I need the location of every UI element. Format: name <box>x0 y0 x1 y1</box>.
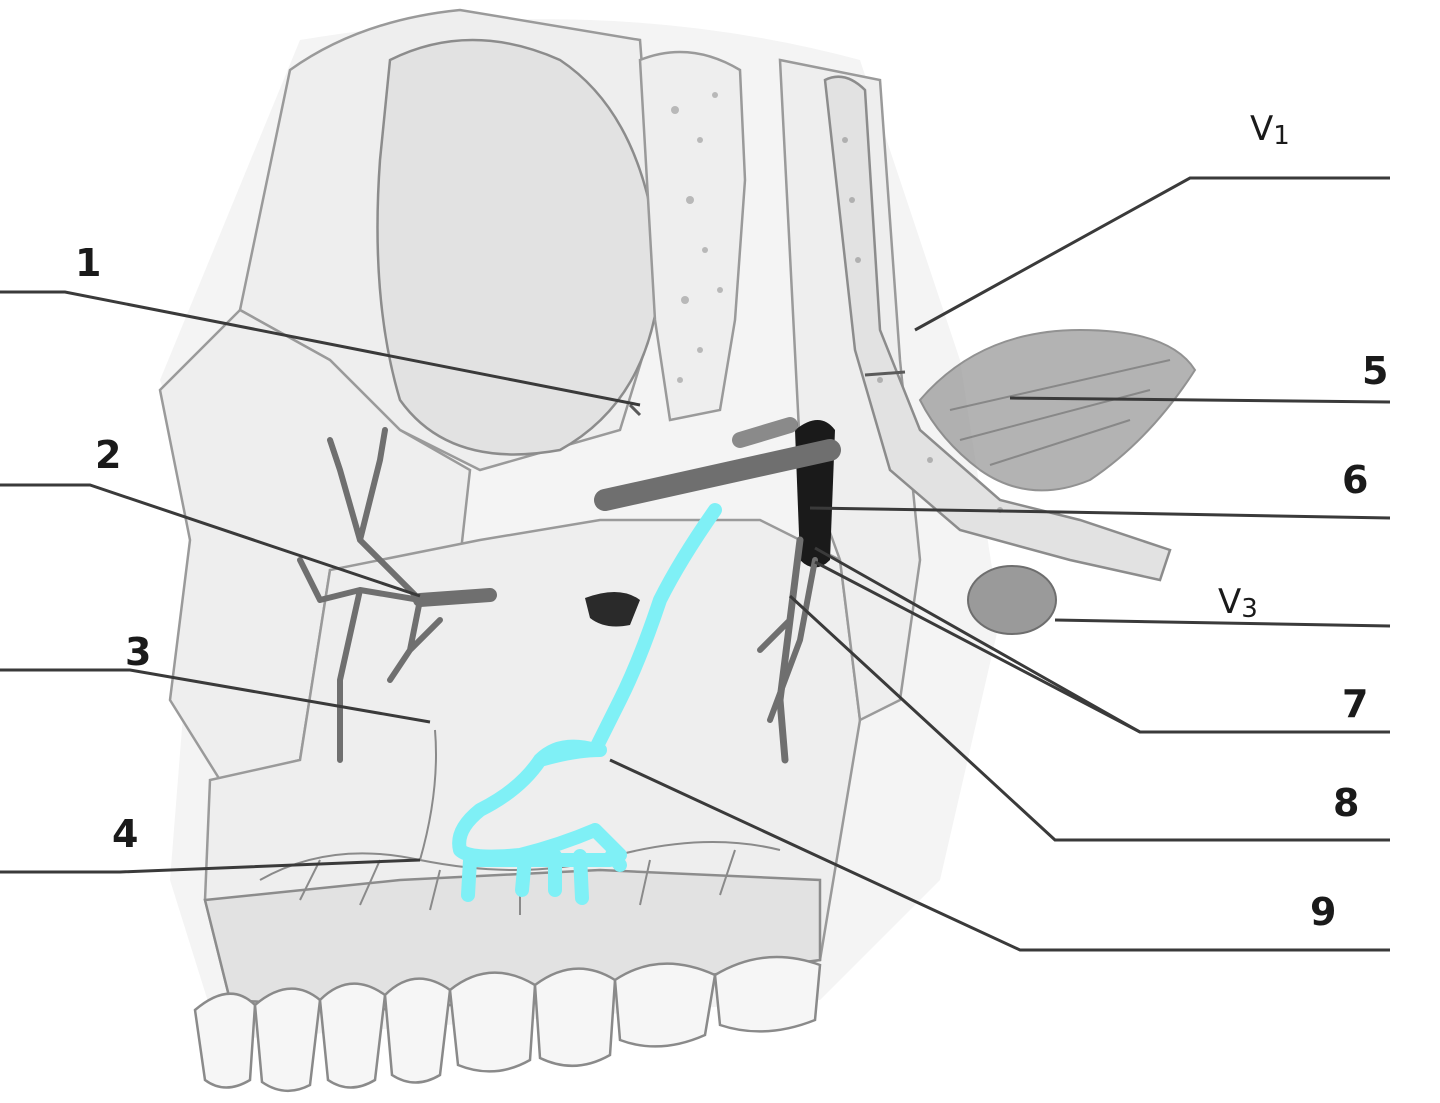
skull-drawing <box>158 8 1197 1092</box>
label-6: 6 <box>1342 458 1368 502</box>
label-v1-subscript: 1 <box>1273 121 1290 151</box>
leader-line-1 <box>0 290 641 407</box>
leader-line-4 <box>0 858 421 874</box>
highlighted-nerve-path <box>452 503 722 905</box>
leader-line-v3 <box>1054 618 1391 628</box>
labels: 1 2 3 4 5 6 7 8 9 V1 V3 <box>75 109 1388 934</box>
leader-line-v1 <box>914 176 1390 332</box>
label-8: 8 <box>1333 781 1359 825</box>
sphenoid-section <box>823 75 1172 582</box>
posterior-alveolar-branches <box>757 536 818 764</box>
mandibular-nerve-stump <box>967 565 1057 635</box>
leader-line-2 <box>0 483 421 598</box>
infraorbital-nerve-branches <box>297 427 497 763</box>
label-2: 2 <box>95 433 121 477</box>
leader-line-7b <box>814 560 1141 734</box>
label-v1-letter: V <box>1250 109 1273 149</box>
sphenoid-dots <box>842 137 1003 513</box>
teeth <box>193 955 822 1092</box>
label-9: 9 <box>1310 890 1336 934</box>
leader-line-6 <box>809 506 1391 520</box>
label-v3-subscript: 3 <box>1241 594 1258 624</box>
label-v1: V1 <box>1250 109 1290 151</box>
sinus-opening <box>585 591 640 627</box>
leader-line-3 <box>0 668 431 724</box>
sectioned-bone-strip <box>638 50 747 422</box>
label-1: 1 <box>75 241 101 285</box>
label-7: 7 <box>1342 682 1368 726</box>
leader-line-9 <box>609 758 1390 952</box>
label-v3-letter: V <box>1218 582 1241 622</box>
cancellous-dots <box>671 92 723 383</box>
label-4: 4 <box>112 812 138 856</box>
leader-line-8 <box>788 594 1390 842</box>
orbital-vessel <box>628 370 906 417</box>
leader-lines <box>0 176 1391 952</box>
leader-line-5 <box>1009 396 1391 404</box>
label-3: 3 <box>125 630 151 674</box>
label-v3: V3 <box>1218 582 1258 624</box>
maxillary-nerve <box>594 439 841 511</box>
label-5: 5 <box>1362 349 1388 393</box>
